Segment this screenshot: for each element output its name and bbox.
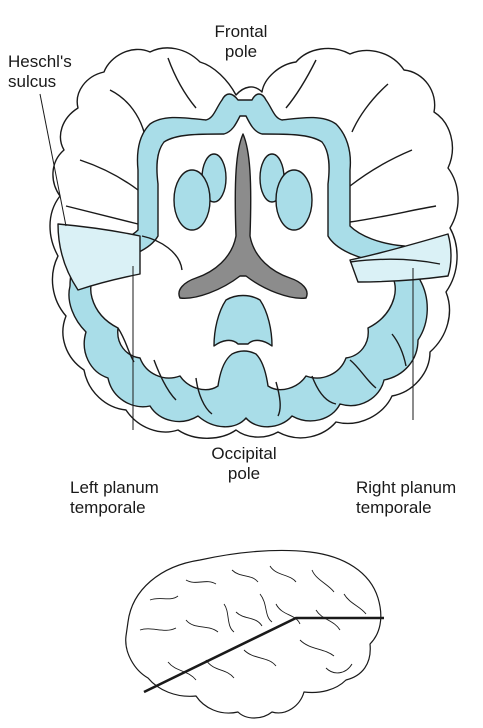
lateral-brain-inset	[126, 550, 381, 718]
frontal-pole-label: Frontal pole	[205, 22, 277, 62]
frontal-pole-line2: pole	[205, 42, 277, 62]
right-planum-line2: temporale	[356, 498, 456, 518]
heschls-sulcus-line2: sulcus	[8, 72, 72, 92]
occipital-pole-line2: pole	[200, 464, 288, 484]
right-thalamus	[276, 170, 312, 230]
right-planum-temporale-label: Right planum temporale	[356, 478, 456, 518]
occipital-pole-label: Occipital pole	[200, 444, 288, 484]
left-planum-line1: Left planum	[70, 478, 159, 498]
left-planum-line2: temporale	[70, 498, 159, 518]
heschls-sulcus-line1: Heschl's	[8, 52, 72, 72]
left-thalamus	[174, 170, 210, 230]
frontal-pole-line1: Frontal	[205, 22, 277, 42]
brain-section	[50, 48, 458, 438]
lateral-brain-outline	[126, 550, 381, 718]
occipital-pole-line1: Occipital	[200, 444, 288, 464]
heschls-sulcus-label: Heschl's sulcus	[8, 52, 72, 92]
left-planum-temporale-label: Left planum temporale	[70, 478, 159, 518]
right-planum-line1: Right planum	[356, 478, 456, 498]
